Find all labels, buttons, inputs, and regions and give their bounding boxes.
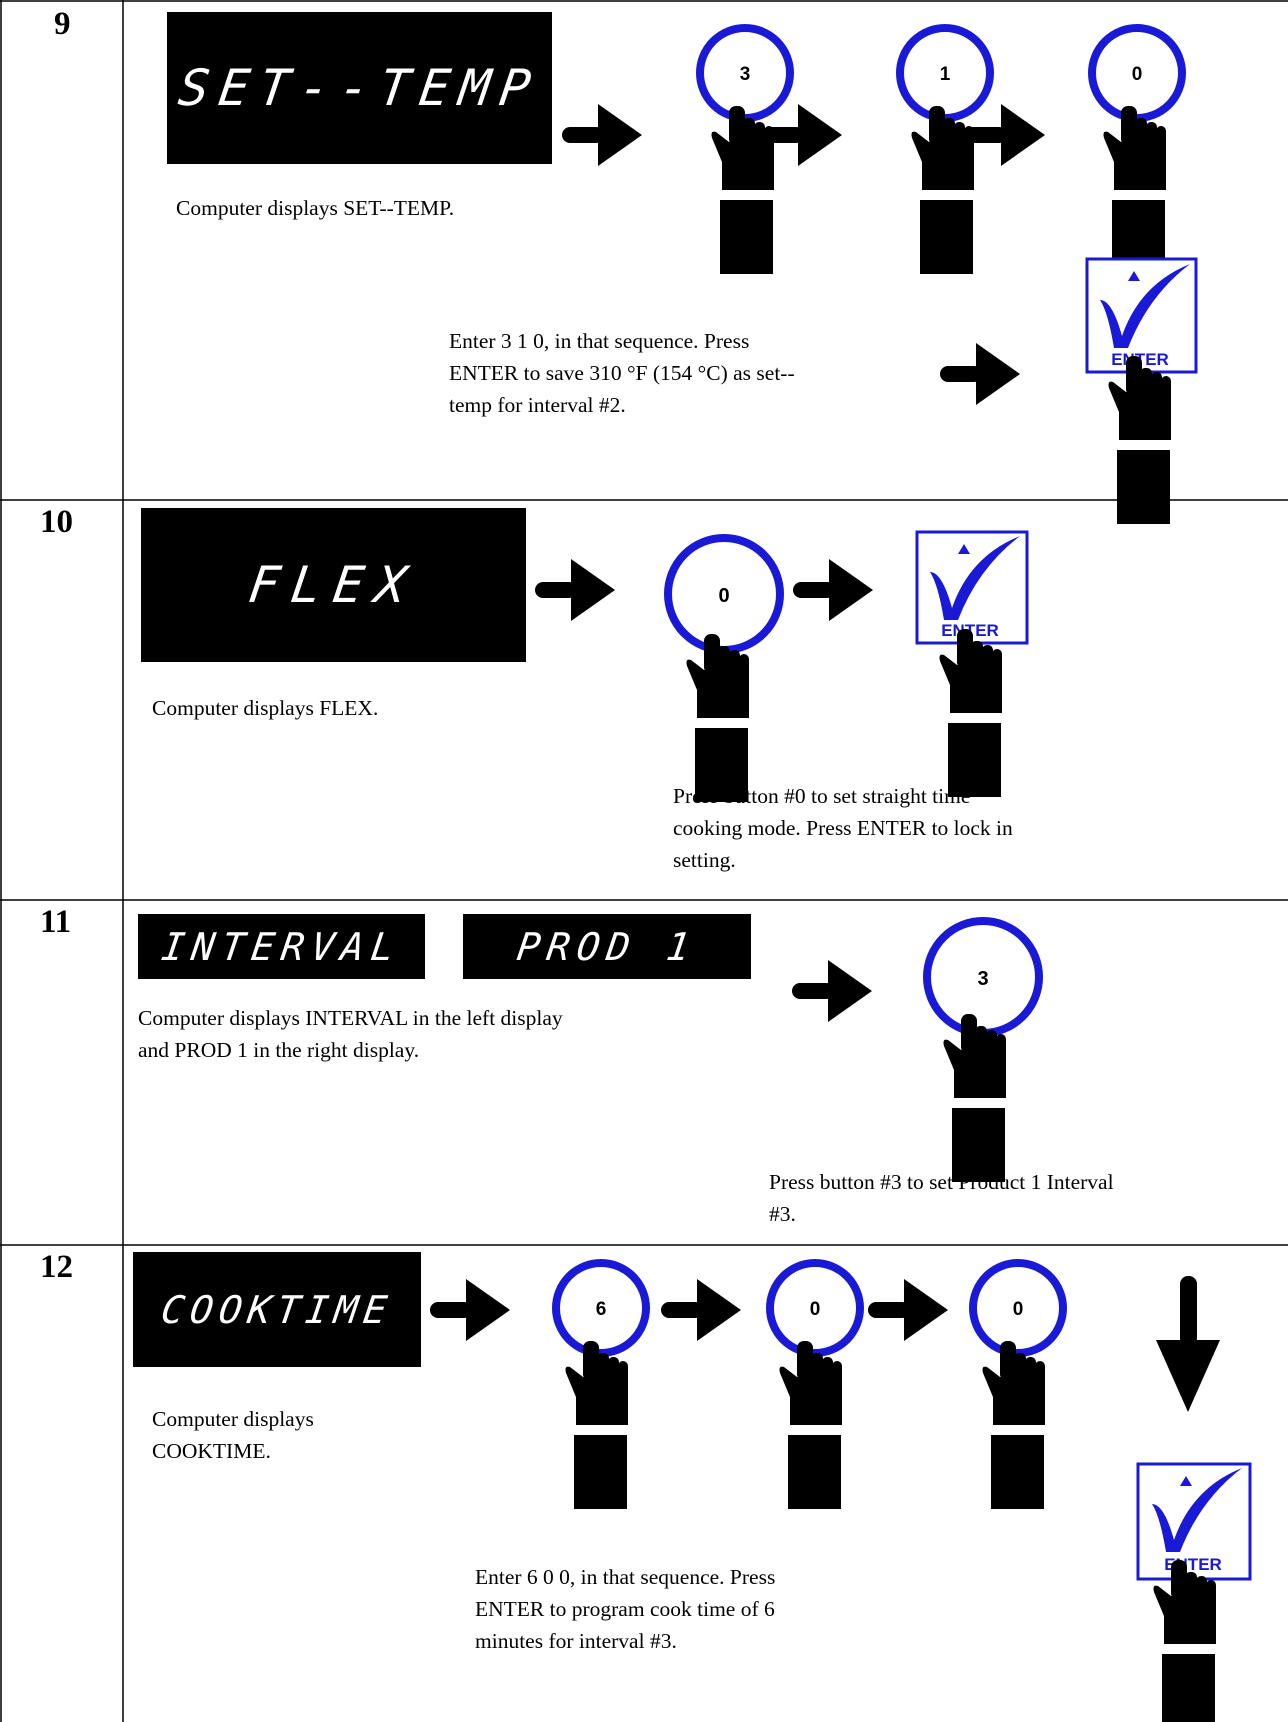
instruction-text: minutes for interval #3. bbox=[475, 1629, 677, 1653]
lcd-display: COOKTIME bbox=[133, 1252, 421, 1367]
step-number: 10 bbox=[40, 504, 73, 540]
lcd-display: FLEX bbox=[141, 508, 526, 662]
step-number: 9 bbox=[54, 6, 71, 42]
display-text: PROD 1 bbox=[514, 924, 700, 969]
instruction-text: Enter 6 0 0, in that sequence. Press bbox=[475, 1565, 776, 1589]
instruction-text: Press button #0 to set straight time bbox=[673, 784, 971, 808]
display-text: INTERVAL bbox=[158, 924, 405, 969]
display-caption: Computer displays FLEX. bbox=[152, 696, 379, 720]
instruction-text: setting. bbox=[673, 848, 736, 872]
lcd-display-right: PROD 1 bbox=[463, 914, 751, 979]
instruction-text: Press button #3 to set Product 1 Interva… bbox=[769, 1170, 1114, 1194]
display-caption: COOKTIME. bbox=[152, 1439, 271, 1463]
display-text: FLEX bbox=[245, 556, 422, 614]
display-caption: Computer displays SET--TEMP. bbox=[176, 196, 455, 220]
instruction-text: ENTER to program cook time of 6 bbox=[475, 1597, 775, 1621]
display-text: SET--TEMP bbox=[174, 59, 545, 117]
instruction-text: cooking mode. Press ENTER to lock in bbox=[673, 816, 1013, 840]
instruction-text: #3. bbox=[769, 1202, 796, 1226]
display-caption: Computer displays bbox=[152, 1407, 314, 1431]
step-number: 12 bbox=[40, 1249, 73, 1285]
display-text: COOKTIME bbox=[158, 1287, 396, 1332]
instruction-text: temp for interval #2. bbox=[449, 393, 626, 417]
lcd-display-left: INTERVAL bbox=[138, 914, 425, 979]
display-caption: Computer displays INTERVAL in the left d… bbox=[138, 1006, 563, 1030]
instruction-text: Enter 3 1 0, in that sequence. Press bbox=[449, 329, 750, 353]
step-number: 11 bbox=[40, 904, 72, 940]
display-caption: and PROD 1 in the right display. bbox=[138, 1038, 420, 1062]
instruction-text: ENTER to save 310 °F (154 °C) as set-- bbox=[449, 361, 795, 385]
lcd-display: SET--TEMP bbox=[167, 12, 552, 164]
